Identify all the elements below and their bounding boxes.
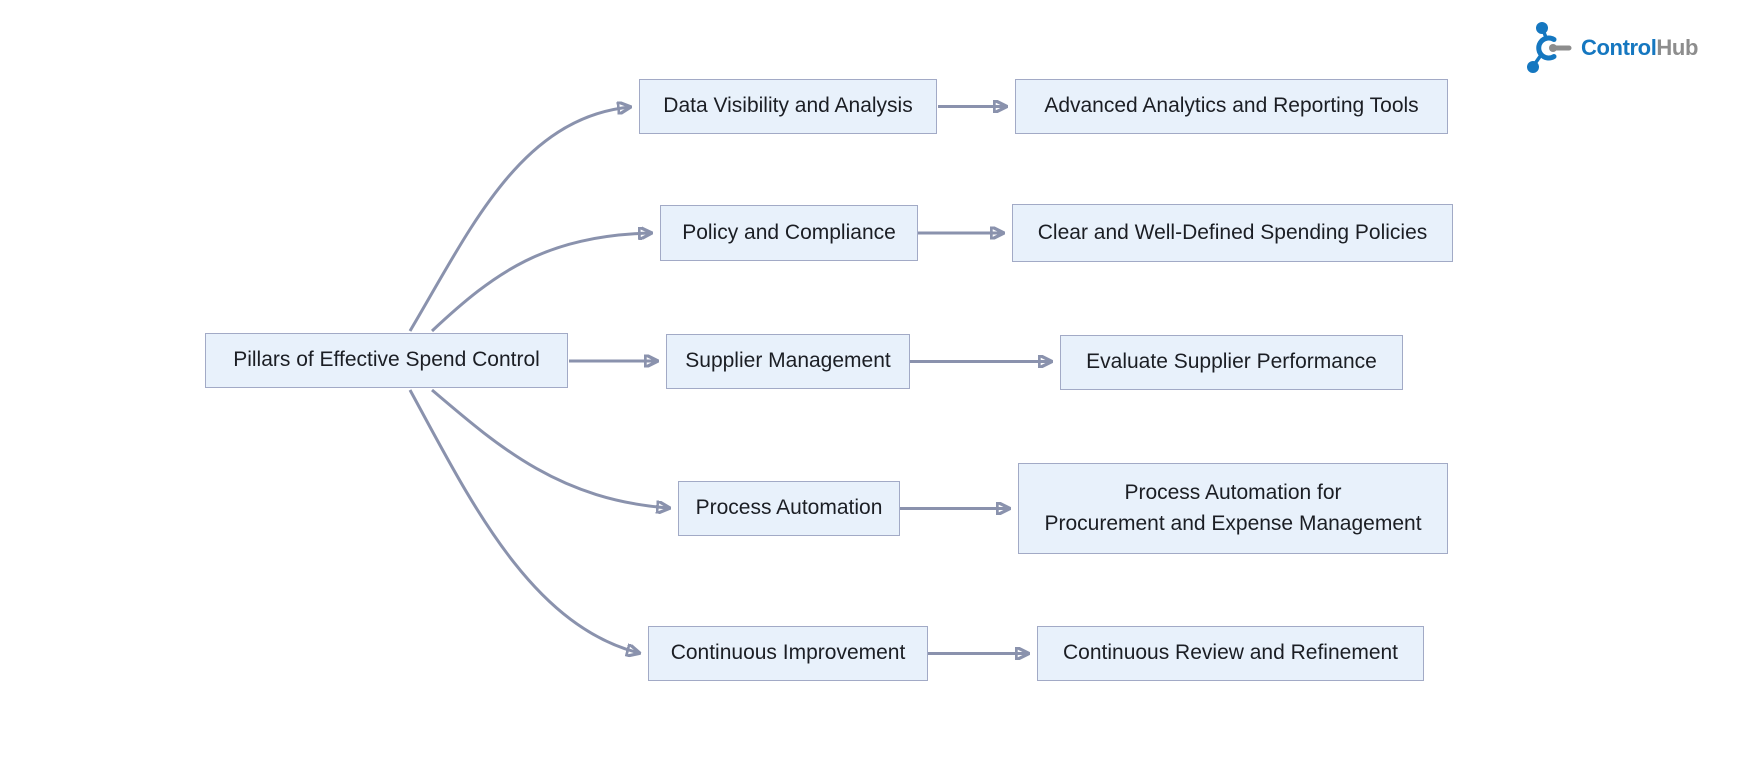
- edge-root-pillar5: [408, 389, 639, 653]
- node-label: Clear and Well-Defined Spending Policies: [1037, 220, 1428, 244]
- node-pillar-supplier-management: Supplier Management: [666, 334, 910, 389]
- controlhub-logo-icon: [1527, 22, 1572, 73]
- node-label: Policy and Compliance: [682, 220, 896, 244]
- node-pillar-policy-compliance: Policy and Compliance: [660, 205, 918, 261]
- node-root-label: Pillars of Effective Spend Control: [233, 348, 540, 372]
- controlhub-logo: ControlHub: [1527, 22, 1698, 74]
- edge-root-pillar2: [430, 233, 651, 333]
- node-label: Advanced Analytics and Reporting Tools: [1044, 94, 1419, 118]
- logo-brand: Control: [1581, 35, 1657, 60]
- edge-root-pillar4: [431, 388, 669, 508]
- node-detail-continuous-review: Continuous Review and Refinement: [1037, 626, 1424, 681]
- node-label: Process Automation: [695, 496, 883, 520]
- node-pillar-continuous-improvement: Continuous Improvement: [648, 626, 928, 681]
- node-label: Supplier Management: [685, 349, 891, 373]
- logo-suffix: Hub: [1656, 35, 1698, 60]
- node-label-line2: Procurement and Expense Management: [1044, 511, 1422, 535]
- node-detail-supplier-performance: Evaluate Supplier Performance: [1060, 335, 1403, 390]
- node-pillar-data-visibility: Data Visibility and Analysis: [639, 79, 937, 134]
- node-root: Pillars of Effective Spend Control: [205, 333, 568, 388]
- node-detail-advanced-analytics: Advanced Analytics and Reporting Tools: [1015, 79, 1448, 134]
- node-label: Data Visibility and Analysis: [663, 94, 913, 118]
- node-detail-spending-policies: Clear and Well-Defined Spending Policies: [1012, 204, 1453, 262]
- node-label: Evaluate Supplier Performance: [1086, 350, 1377, 374]
- controlhub-logo-text: ControlHub: [1581, 35, 1698, 61]
- edge-root-pillar1: [408, 107, 630, 332]
- node-pillar-process-automation: Process Automation: [678, 481, 900, 536]
- node-detail-process-automation-procurement: Process Automation for Procurement and E…: [1018, 463, 1448, 554]
- node-label: Continuous Review and Refinement: [1062, 641, 1399, 665]
- node-label: Continuous Improvement: [670, 641, 906, 665]
- node-label-line1: Process Automation for: [1124, 481, 1342, 505]
